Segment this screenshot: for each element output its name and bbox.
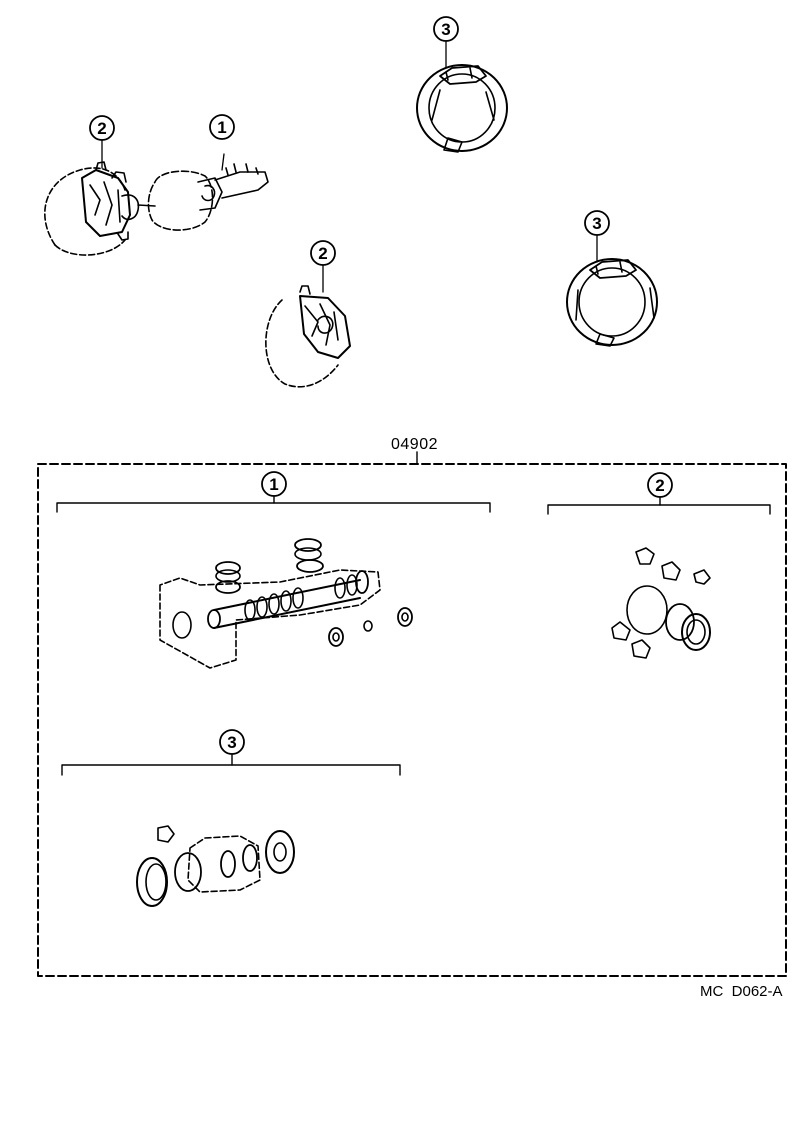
kit-part-number: 04902 <box>391 436 438 453</box>
callout-2-upper-middle: 2 <box>310 240 336 293</box>
group-3-bracket: 3 <box>61 729 401 776</box>
callout-3-upper-right: 3 <box>584 210 610 263</box>
group-2-bracket: 2 <box>547 472 771 515</box>
svg-text:3: 3 <box>441 20 450 39</box>
svg-text:2: 2 <box>97 119 106 138</box>
svg-text:3: 3 <box>227 733 236 752</box>
caliper-kit-parts <box>611 547 711 659</box>
group-1-bracket: 1 <box>56 471 491 513</box>
wheel-cylinder-kit-parts <box>136 825 295 907</box>
master-cylinder-kit-parts <box>159 538 413 669</box>
rear-disc-brake-caliper-assembly <box>265 285 351 388</box>
callout-3-upper-top: 3 <box>433 16 459 69</box>
svg-text:3: 3 <box>592 214 601 233</box>
callout-2-upper-left: 2 <box>89 115 115 169</box>
svg-text:2: 2 <box>318 244 327 263</box>
kit-boundary-box <box>37 451 787 977</box>
svg-text:1: 1 <box>217 118 226 137</box>
rear-brake-shoe-assembly-right <box>566 258 658 347</box>
svg-text:1: 1 <box>269 475 278 494</box>
front-disc-brake-caliper-assembly <box>44 161 156 256</box>
diagram-code: MC D062-A <box>700 983 783 1000</box>
callout-1-upper: 1 <box>209 114 235 140</box>
rear-brake-shoe-assembly-top <box>416 64 508 153</box>
svg-text:2: 2 <box>655 476 664 495</box>
master-cylinder-and-booster-assembly <box>147 153 269 231</box>
